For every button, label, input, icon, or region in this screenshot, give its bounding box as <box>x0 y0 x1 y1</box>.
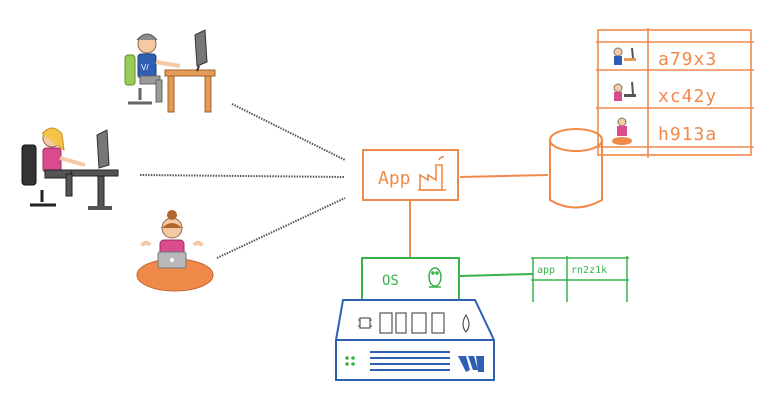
os-table-value: rn2z1k <box>571 265 607 276</box>
line-user3-app <box>216 197 346 259</box>
desk-leg <box>167 75 175 113</box>
monitor-icon <box>194 29 208 67</box>
status-light-icon <box>345 362 349 366</box>
os-table <box>531 256 629 302</box>
desk-top <box>69 169 119 177</box>
server-hardware-icon <box>335 299 495 381</box>
status-light-icon <box>351 362 355 366</box>
user-woman-with-laptop <box>136 210 214 292</box>
app-db-line <box>459 174 549 178</box>
app-label: App <box>378 168 411 189</box>
line-user2-app <box>139 174 346 178</box>
app-component: App <box>362 149 459 201</box>
status-light-icon <box>345 356 349 360</box>
brand-logo-icon <box>458 356 484 372</box>
database-cylinder-icon <box>549 128 603 209</box>
status-light-icon <box>351 356 355 360</box>
monitor-icon <box>96 129 110 169</box>
table-cell-value: xc42y <box>658 86 717 107</box>
line-user1-app <box>231 103 346 161</box>
chair-icon <box>21 144 37 186</box>
chair-icon <box>124 54 136 86</box>
os-box <box>361 257 460 301</box>
linux-penguin-icon <box>428 267 442 288</box>
factory-icon <box>418 156 446 191</box>
desk-top <box>164 69 216 77</box>
svg-text:V/: V/ <box>141 63 149 72</box>
chip-icons <box>358 312 470 334</box>
os-component: OS <box>361 257 460 301</box>
person-shirt <box>42 147 62 173</box>
desk-leg <box>204 75 212 113</box>
os-table-key: app <box>537 265 555 276</box>
user-table <box>596 28 754 158</box>
user-connection-lines <box>139 103 346 259</box>
os-label: OS <box>382 273 399 289</box>
table-cell-value: h913a <box>658 124 717 145</box>
os-table-line <box>459 273 534 277</box>
user-laptop-avatar <box>612 117 632 145</box>
table-cell-value: a79x3 <box>658 49 717 70</box>
user-woman-at-desk <box>21 127 119 210</box>
user-desk-avatar-1 <box>608 47 636 68</box>
user-desk-avatar-2 <box>613 81 636 101</box>
vent-lines <box>370 351 450 371</box>
user-table-frame <box>597 29 752 156</box>
user-developer-at-desk: V/ <box>124 29 216 113</box>
